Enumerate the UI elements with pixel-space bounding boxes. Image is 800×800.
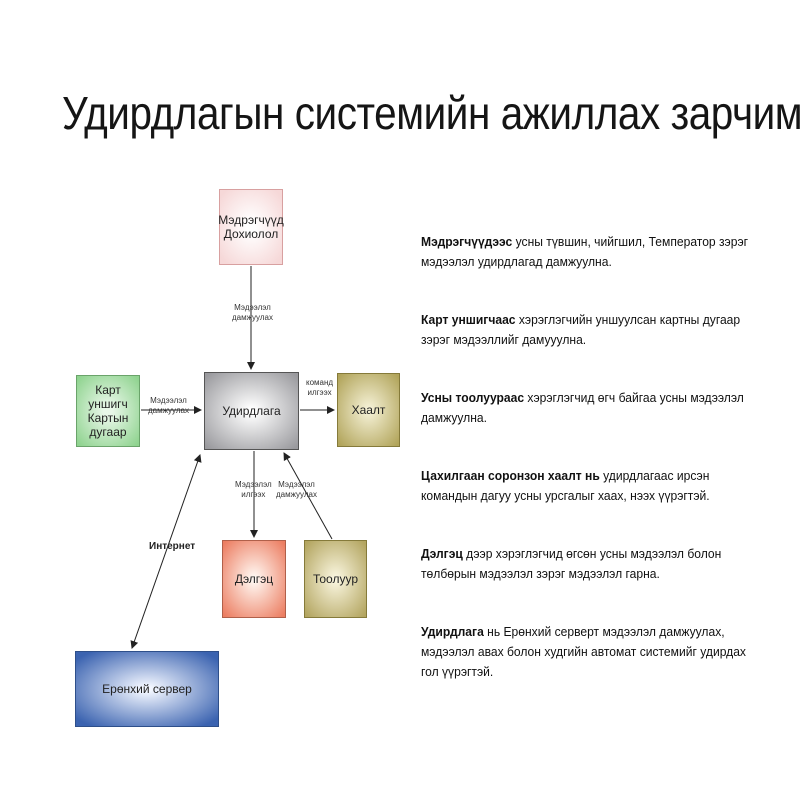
label-display-line2: илгээх [241, 490, 266, 499]
node-sensors-line2: Дохиолол [223, 227, 279, 241]
description-bold: Усны тоолуураас [421, 390, 525, 405]
node-card-line2: Картын дугаар [87, 411, 129, 439]
label-meter-line1: Мэдээлэл [278, 480, 315, 489]
node-card-reader: Карт уншигч Картын дугаар [76, 375, 140, 447]
description-text: хэрэглэгчид өгч байгаа усны мэдээлэл дам… [421, 390, 744, 425]
label-sensor-line1: Мэдээлэл [234, 303, 271, 312]
description-list: Мэдрэгчүүдээс усны түвшин, чийгшил, Темп… [421, 232, 765, 720]
node-server-label: Ерөнхий сервер [102, 682, 192, 696]
description-text: дээр хэрэглэгчид өгсөн усны мэдээлэл бол… [421, 546, 722, 581]
description-bold: Удирдлага [421, 624, 484, 639]
description-item: Усны тоолуураас хэрэглэгчид өгч байгаа у… [421, 388, 765, 428]
description-item: Удирдлага нь Ерөнхий серверт мэдээлэл да… [421, 622, 765, 682]
label-meter-line2: дамжуулах [276, 490, 317, 499]
label-gate-line1: команд [306, 378, 334, 387]
description-item: Дэлгэц дээр хэрэглэгчид өгсөн усны мэдээ… [421, 544, 765, 584]
node-meter-label: Тоолуур [312, 572, 359, 586]
node-sensors: Мэдрэгчүүд Дохиолол [218, 189, 284, 265]
description-text: нь Ерөнхий серверт мэдээлэл дамжуулах, м… [421, 624, 746, 679]
description-bold: Цахилгаан соронзон хаалт нь [421, 468, 600, 483]
label-card-line1: Мэдээлэл [150, 396, 187, 405]
node-card-line1: Карт уншигч [88, 383, 128, 411]
node-server: Ерөнхий сервер [75, 651, 219, 727]
node-sensors-line1: Мэдрэгчүүд [218, 213, 284, 227]
description-item: Карт уншигчаас хэрэглэгчийн уншуулсан ка… [421, 310, 765, 350]
description-item: Цахилгаан соронзон хаалт нь удирдлагаас … [421, 466, 765, 506]
description-text: удирдлагаас ирсэн командын дагуу усны ур… [421, 468, 710, 503]
node-gate-label: Хаалт [351, 403, 386, 417]
description-bold: Мэдрэгчүүдээс [421, 234, 513, 249]
node-control: Удирдлага [204, 372, 299, 450]
label-control-to-display: Мэдээлэл илгээх [235, 480, 272, 500]
description-bold: Карт уншигчаас [421, 312, 516, 327]
label-control-to-gate: команд илгээх [306, 378, 333, 398]
page-title: Удирдлагын системийн ажиллах зарчим [62, 87, 800, 139]
arrow-internet [130, 454, 202, 649]
label-meter-to-control: Мэдээлэл дамжуулах [276, 480, 317, 500]
description-item: Мэдрэгчүүдээс усны түвшин, чийгшил, Темп… [421, 232, 765, 272]
label-gate-line2: илгээх [307, 388, 332, 397]
label-card-to-control: Мэдээлэл дамжуулах [148, 396, 189, 416]
label-sensor-line2: дамжуулах [232, 313, 273, 322]
node-display: Дэлгэц [222, 540, 286, 618]
node-display-label: Дэлгэц [234, 572, 274, 586]
arrow-meter-to-control [283, 452, 333, 540]
label-internet: Интернет [149, 541, 196, 552]
description-text: усны түвшин, чийгшил, Температор зэрэг м… [421, 234, 749, 269]
node-meter: Тоолуур [304, 540, 367, 618]
label-card-line2: дамжуулах [148, 406, 189, 415]
description-bold: Дэлгэц [421, 546, 463, 561]
node-gate: Хаалт [337, 373, 400, 447]
description-text: хэрэглэгчийн уншуулсан картны дугаар зэр… [421, 312, 741, 347]
label-sensor-to-control: Мэдээлэл дамжуулах [232, 303, 273, 323]
label-display-line1: Мэдээлэл [235, 480, 272, 489]
node-control-label: Удирдлага [222, 404, 281, 418]
